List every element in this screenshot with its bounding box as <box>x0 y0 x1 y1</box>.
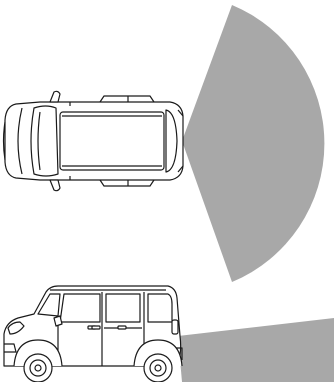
car-top-roof <box>60 112 164 170</box>
car-side-quarter-window <box>148 294 172 322</box>
car-side-taillight <box>172 320 178 334</box>
car-top-windshield <box>31 106 58 176</box>
car-side-view-icon <box>4 286 182 382</box>
car-side-rear-window <box>106 294 140 322</box>
car-side-front-window <box>60 294 100 322</box>
car-top-view-icon <box>4 91 184 190</box>
top-view-detection-zone <box>182 5 324 282</box>
car-top-mirror-left <box>50 91 60 102</box>
car-side-mirror <box>54 316 62 326</box>
side-view-detection-zone <box>178 318 334 382</box>
car-top-mirror-right <box>50 180 60 191</box>
